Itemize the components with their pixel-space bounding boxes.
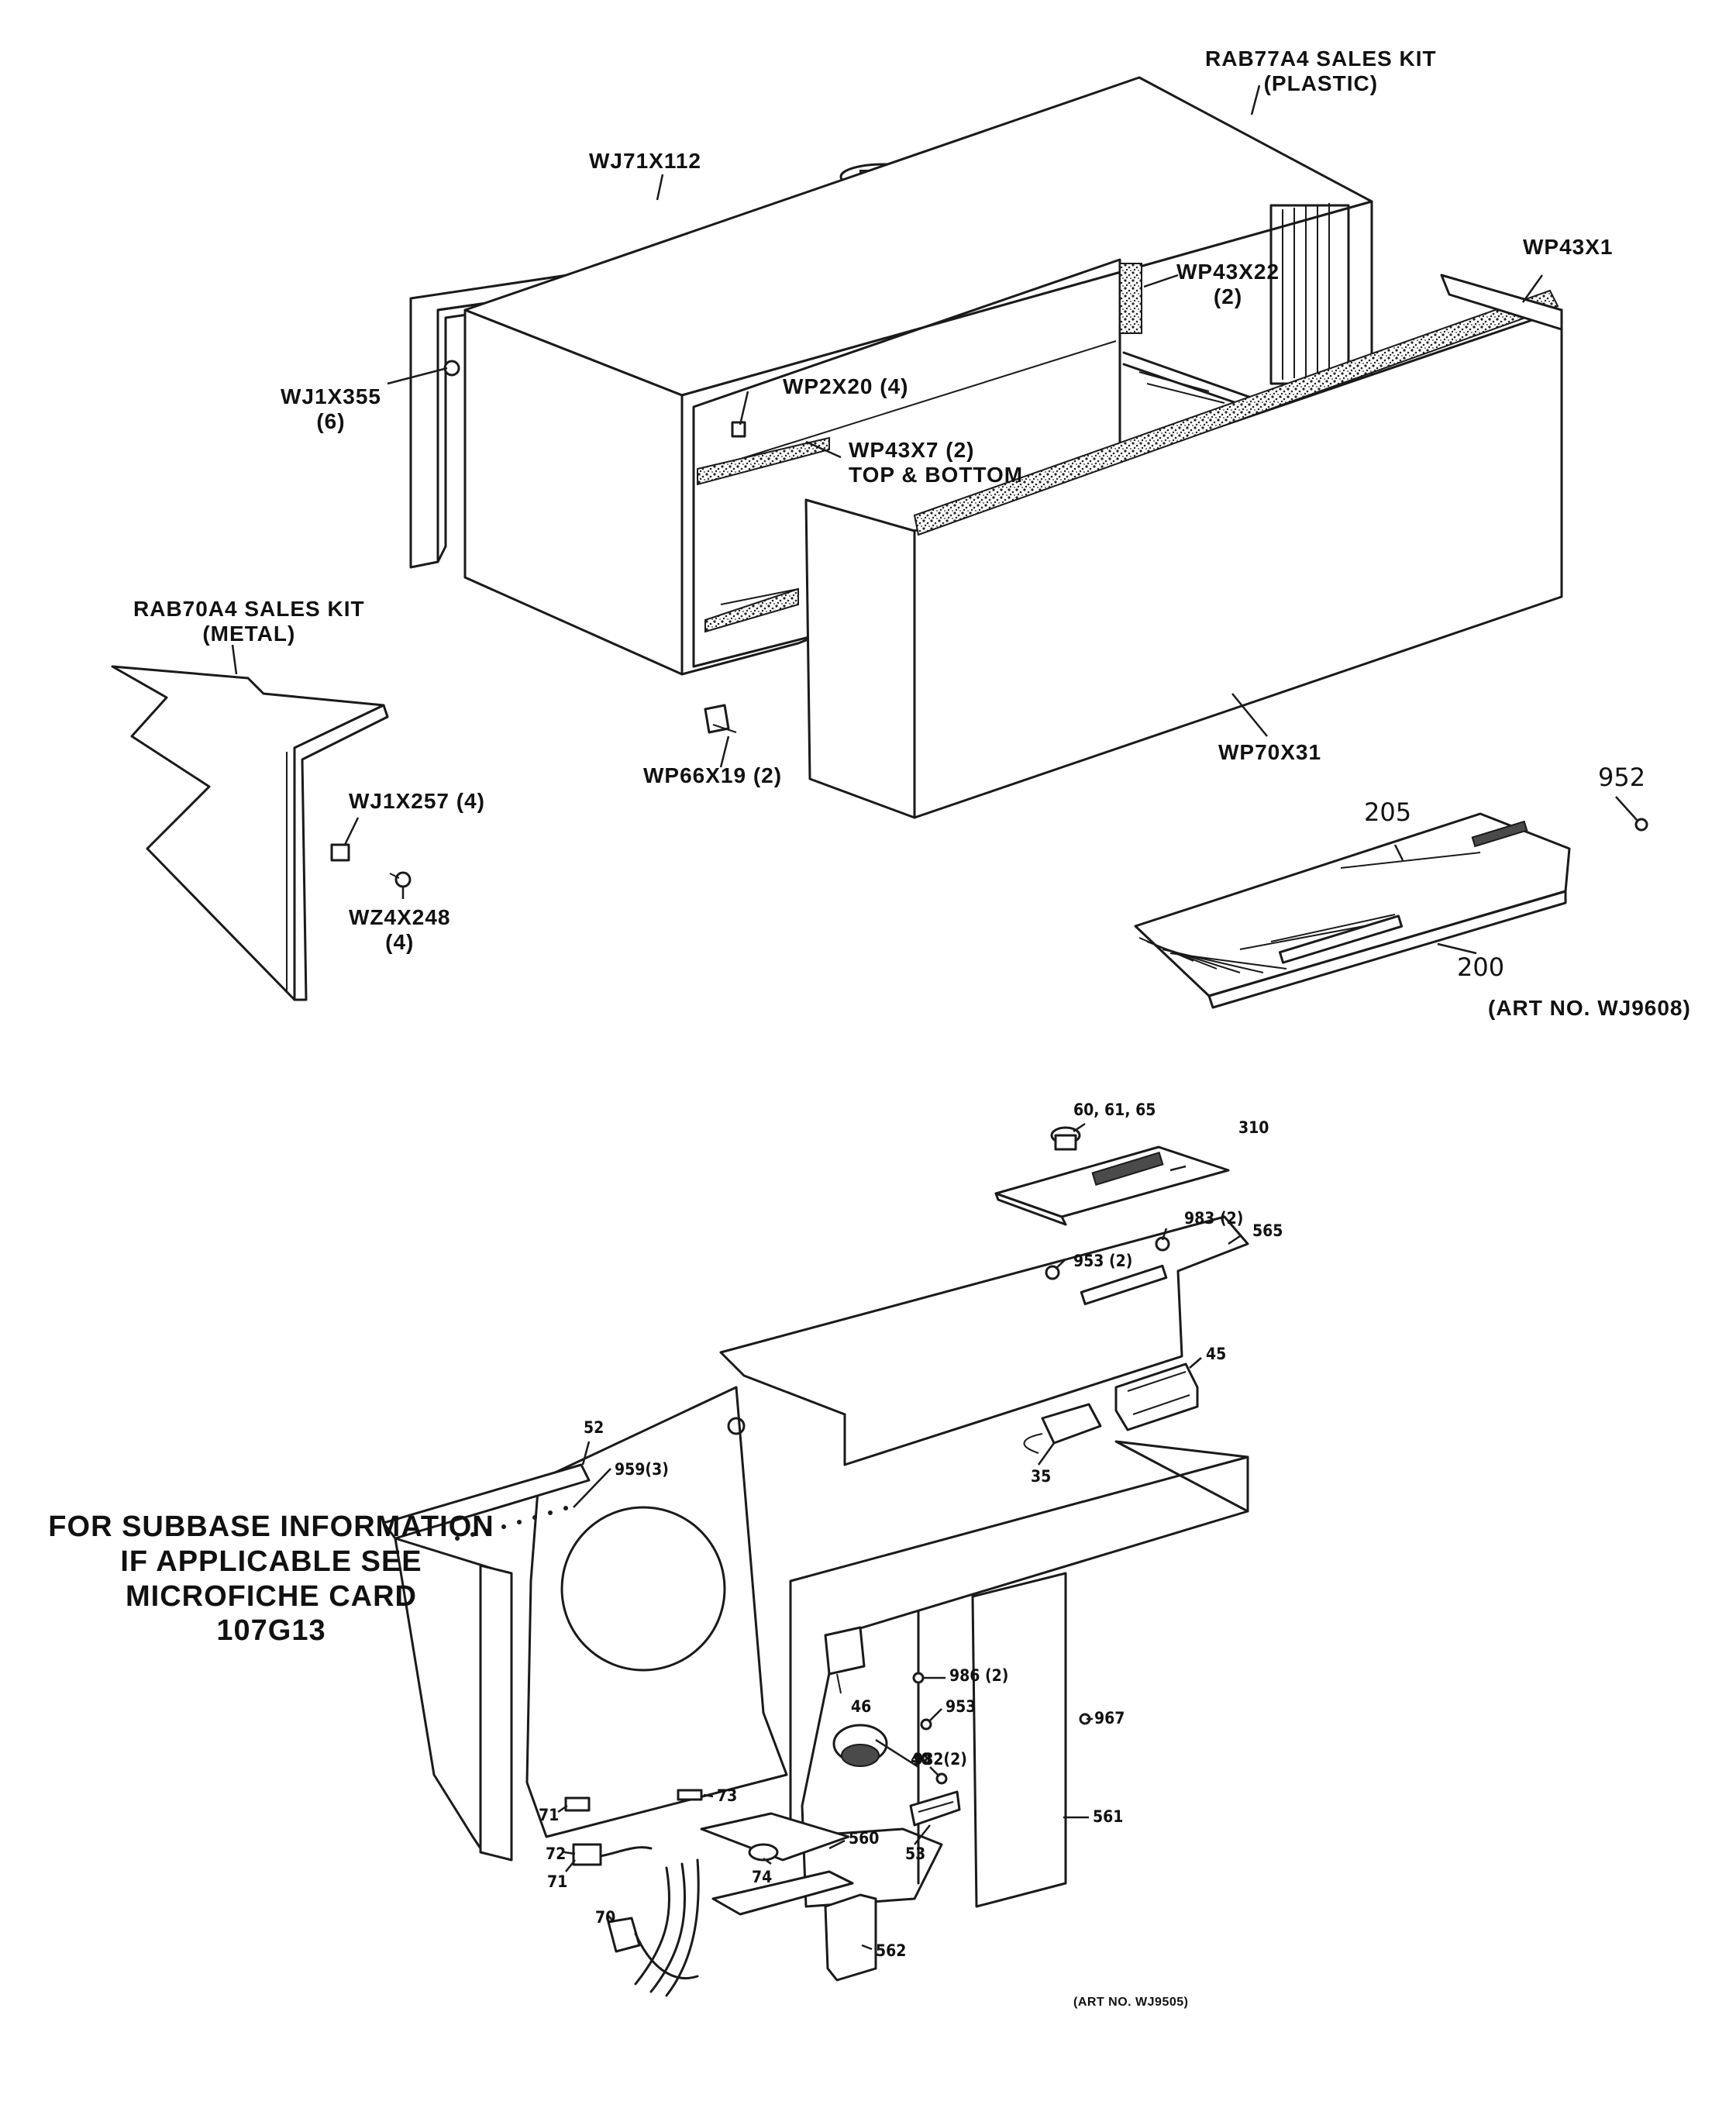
terminal-block-45 [1114,1362,1199,1431]
label-wp2x20: WP2X20 (4) [783,374,909,398]
label-wj1x355: WJ1X355 (6) [281,384,381,434]
grille-louvers [1138,852,1481,973]
screw-952 [1634,818,1648,832]
label-986: 986 (2) [949,1666,1009,1685]
label-wj1x355-title: WJ1X355 [281,384,381,408]
label-art-no-bottom: (ART NO. WJ9505) [1073,1996,1189,2009]
control-box-565 [719,1215,1249,1466]
label-wp43x7: WP43X7 (2) TOP & BOTTOM [849,438,1023,487]
label-982: 982(2) [913,1750,967,1769]
label-wp66x19: WP66X19 (2) [643,763,783,787]
label-wj71x112: WJ71X112 [589,149,701,173]
label-560: 560 [849,1829,880,1848]
inner-rails [720,340,1257,605]
chassis-assembly [382,1126,1249,1997]
knobs [1050,1126,1081,1151]
leader-lines-top [231,84,1638,955]
screw-row-959 [455,1506,568,1541]
label-wp43x7-title: WP43X7 (2) [849,438,975,462]
mounting-bracket-left [382,1463,591,1540]
screw-wp2x20 [731,421,746,438]
label-952: 952 [1598,763,1646,792]
gasket-wp43x22 [1119,263,1142,334]
label-wp43x7-sub: TOP & BOTTOM [849,463,1024,487]
label-71-upper: 71 [539,1806,560,1824]
clip-wj1x257 [330,843,350,862]
screw-986 [912,1672,925,1684]
label-wp43x22-qty: (2) [1213,284,1243,309]
gasket-wp43x7-top [697,436,830,486]
label-rab77a4-title: RAB77A4 SALES KIT [1205,46,1437,71]
bracket-560-lower [711,1870,854,1916]
label-53: 53 [905,1844,926,1863]
label-40: 40 [911,1750,932,1769]
label-wp43x1: WP43X1 [1523,235,1614,259]
label-46: 46 [851,1697,872,1716]
subbase-note-line-1: FOR SUBBASE INFORMATION [48,1510,494,1543]
label-45: 45 [1206,1345,1227,1363]
label-52: 52 [584,1418,604,1437]
screw-wz4x248 [389,871,412,888]
label-953-2: 953 (2) [1073,1252,1133,1270]
label-561: 561 [1093,1807,1124,1826]
gasket-wp43x7-bottom [704,587,799,633]
label-70: 70 [595,1908,616,1927]
label-wp43x22: WP43X22 (2) [1176,260,1280,309]
subbase-note-line-3: MICROFICHE CARD [126,1579,417,1613]
label-562: 562 [876,1941,907,1960]
clip-73 [677,1789,703,1801]
grommet-74 [748,1843,779,1862]
label-200: 200 [1457,952,1505,982]
subbase-note-line-4: 107G13 [216,1614,326,1648]
label-73: 73 [717,1786,738,1805]
terminal-strip-53 [909,1790,961,1827]
label-wz4x248-title: WZ4X248 [349,905,451,929]
blower-opening [560,1506,726,1672]
label-959: 959(3) [615,1460,669,1479]
access-cover-561 [971,1572,1067,1908]
thermostat-46 [824,1626,866,1694]
label-72: 72 [546,1844,567,1863]
label-205: 205 [1364,797,1412,827]
front-cover-wp70x31 [804,274,1563,819]
label-rab77a4-sub: (PLASTIC) [1263,71,1379,96]
label-wz4x248-qty: (4) [385,930,415,955]
label-rab77a4: RAB77A4 SALES KIT (PLASTIC) [1205,46,1437,96]
label-310: 310 [1238,1118,1269,1137]
leader-lines-bottom [557,1122,1241,1951]
capacitor-40 [832,1724,888,1767]
front-grille-assembly [1134,812,1648,1009]
label-60-61-65: 60, 61, 65 [1073,1100,1156,1119]
label-983: 983 (2) [1184,1209,1244,1228]
subbase-note: FOR SUBBASE INFORMATION IF APPLICABLE SE… [31,1510,512,1648]
label-74: 74 [752,1868,773,1886]
metal-sales-kit-rab70a4 [111,665,412,1001]
bracket-wp66x19 [704,704,737,734]
label-rab70a4: RAB70A4 SALES KIT (METAL) [133,597,365,646]
label-art-no-top: (ART NO. WJ9608) [1488,996,1691,1020]
label-wz4x248: WZ4X248 (4) [349,905,451,955]
label-wp43x22-title: WP43X22 [1176,260,1280,284]
label-565: 565 [1252,1221,1283,1240]
switch-35 [1023,1403,1102,1454]
label-71-lower: 71 [547,1872,568,1891]
label-wj1x355-qty: (6) [316,409,346,434]
gasket-wp43x1 [913,289,1559,536]
label-wj1x257: WJ1X257 (4) [349,789,485,813]
bulkhead-52 [525,1386,788,1838]
label-967: 967 [1094,1709,1125,1727]
wiring-harness [564,1796,700,1997]
label-35: 35 [1031,1467,1052,1486]
sleeve-louvers [1269,203,1350,385]
label-rab70a4-title: RAB70A4 SALES KIT [133,597,365,621]
screw-953 [920,1718,932,1731]
subbase-note-line-2: IF APPLICABLE SEE [120,1545,422,1578]
power-plug-70 [607,1917,699,1980]
bracket-562 [824,1893,877,1982]
label-wp70x31: WP70X31 [1218,740,1322,764]
label-rab70a4-sub: (METAL) [202,622,296,646]
label-953: 953 [946,1697,976,1716]
